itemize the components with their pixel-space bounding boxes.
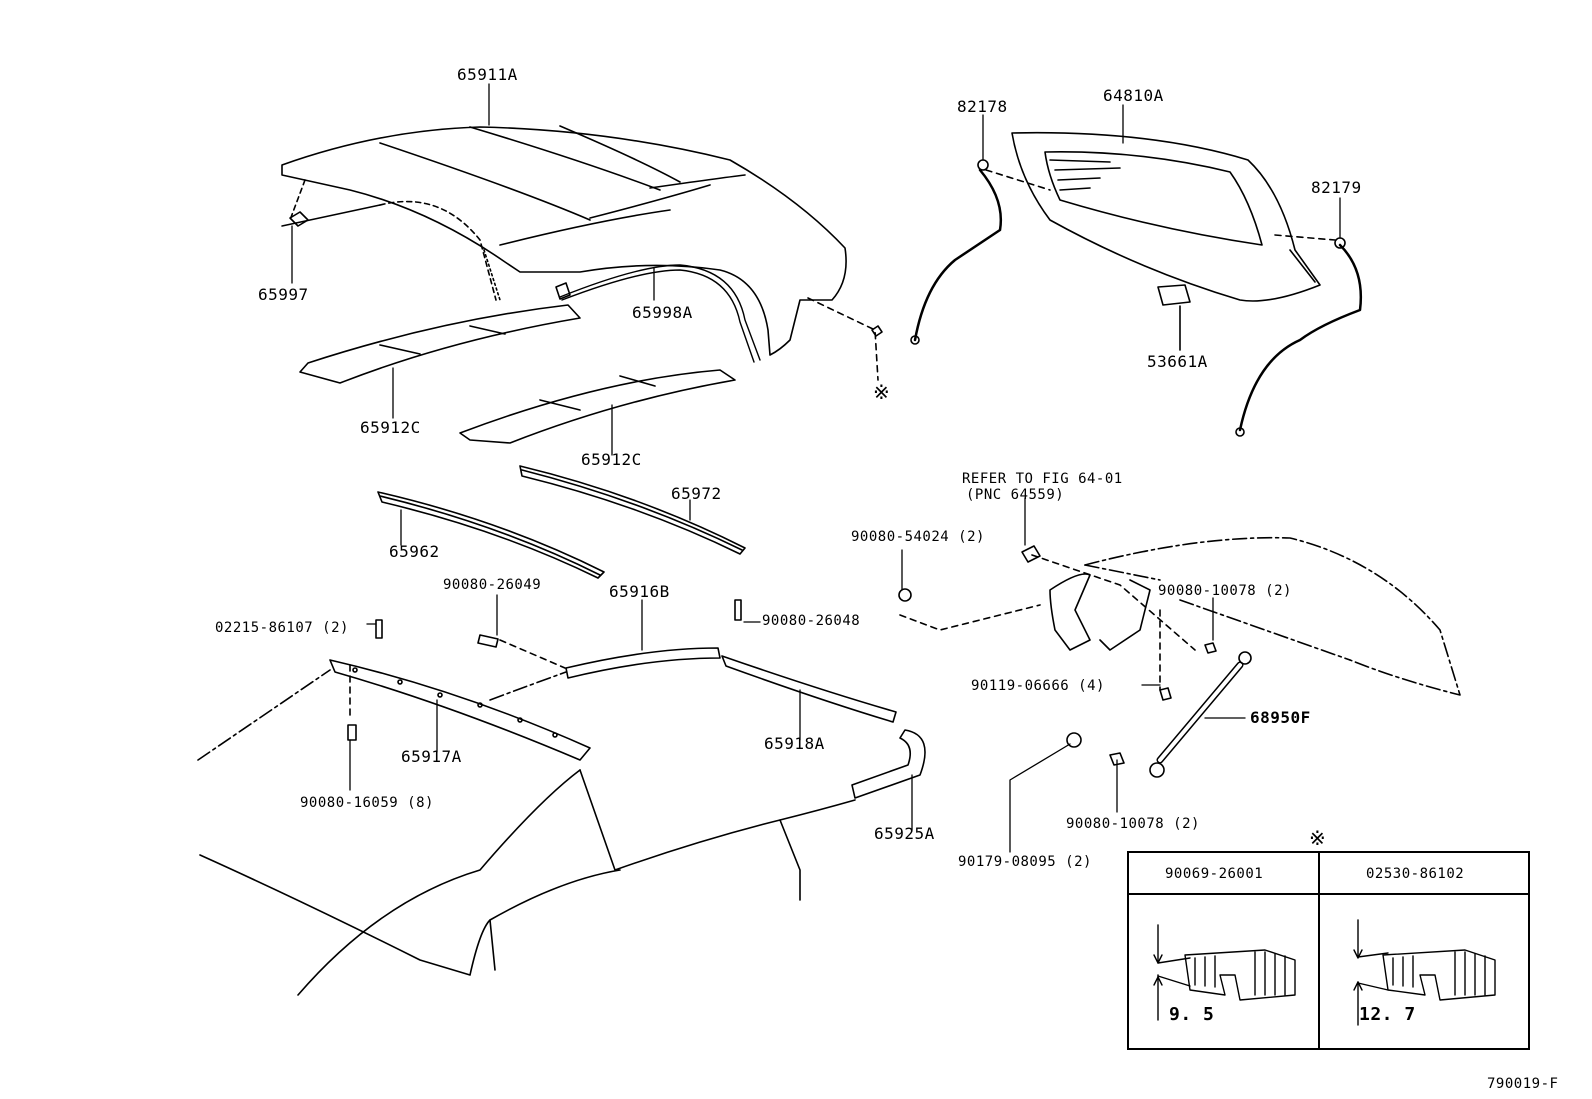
part-label-53661A: 53661A bbox=[1147, 352, 1208, 371]
weatherstrips bbox=[377, 465, 746, 579]
part-label-65997: 65997 bbox=[258, 285, 309, 304]
deck-lid-hinge bbox=[898, 536, 1461, 778]
part-label-90080-16059: 90080-16059 (8) bbox=[300, 795, 434, 811]
part-label-64810A: 64810A bbox=[1103, 86, 1164, 105]
part-label-65962: 65962 bbox=[389, 542, 440, 561]
part-label-65918A: 65918A bbox=[764, 734, 825, 753]
part-label-90080-26048: 90080-26048 bbox=[762, 613, 861, 629]
part-label-82178: 82178 bbox=[957, 97, 1008, 116]
inset-symbol-marker: ※ bbox=[1309, 826, 1327, 850]
part-label-65972: 65972 bbox=[671, 484, 722, 503]
part-label-90119-06666: 90119-06666 (4) bbox=[971, 678, 1105, 694]
reference-note-line2: (PNC 64559) bbox=[966, 487, 1065, 503]
reference-note-line1: REFER TO FIG 64-01 bbox=[962, 471, 1123, 487]
headliner-pads bbox=[299, 304, 736, 444]
inset-header-row bbox=[1129, 853, 1528, 895]
part-label-65912C-upper: 65912C bbox=[360, 418, 421, 437]
inset-part-90069-26001: 90069-26001 bbox=[1165, 866, 1264, 882]
part-label-65911A: 65911A bbox=[457, 65, 518, 84]
fastener-inset-table: 90069-26001 02530-86102 9. 5 12. 7 bbox=[1127, 851, 1530, 1050]
part-label-65912C-lower: 65912C bbox=[581, 450, 642, 469]
part-label-90080-10078-lower: 90080-10078 (2) bbox=[1066, 816, 1200, 832]
part-label-90080-26049: 90080-26049 bbox=[443, 577, 542, 593]
inset-column-divider bbox=[1318, 853, 1320, 1048]
part-label-02215-86107: 02215-86107 (2) bbox=[215, 620, 349, 636]
inset-dim-12-7: 12. 7 bbox=[1359, 1004, 1416, 1025]
part-label-65998A: 65998A bbox=[632, 303, 693, 322]
part-label-68950F: 68950F bbox=[1250, 708, 1311, 727]
inset-dim-9-5: 9. 5 bbox=[1169, 1004, 1215, 1025]
part-label-65925A: 65925A bbox=[874, 824, 935, 843]
rails-and-body bbox=[197, 599, 926, 996]
part-label-65916B: 65916B bbox=[609, 582, 670, 601]
part-label-90179-08095: 90179-08095 (2) bbox=[958, 854, 1092, 870]
inset-drawings bbox=[1153, 919, 1496, 1026]
inset-part-02530-86102: 02530-86102 bbox=[1366, 866, 1465, 882]
leader-lines bbox=[291, 83, 1341, 853]
part-label-82179: 82179 bbox=[1311, 178, 1362, 197]
part-label-90080-10078-upper: 90080-10078 (2) bbox=[1158, 583, 1292, 599]
symbol-note-marker: ※ bbox=[873, 380, 891, 404]
figure-code: 790019-F bbox=[1487, 1076, 1559, 1092]
rear-window bbox=[910, 131, 1362, 437]
soft-top-cover bbox=[281, 125, 883, 381]
part-label-90080-54024: 90080-54024 (2) bbox=[851, 529, 985, 545]
part-label-65917A: 65917A bbox=[401, 747, 462, 766]
